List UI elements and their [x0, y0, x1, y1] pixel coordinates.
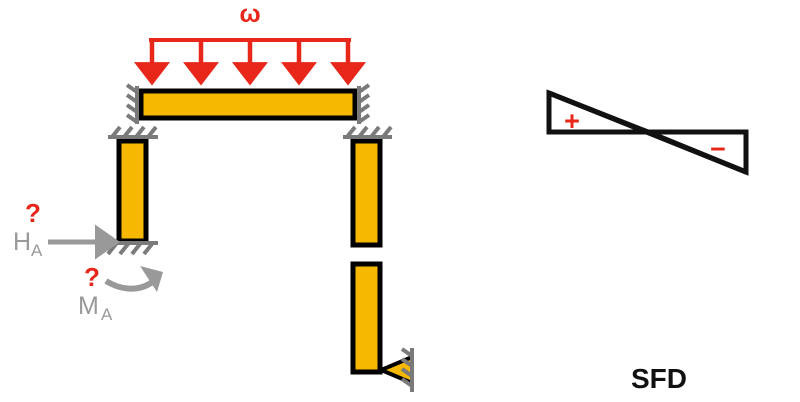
sfd-diagram: + − SFD — [546, 89, 749, 394]
top-beam-body — [138, 88, 358, 121]
beam-right-fixed-wall — [357, 83, 371, 124]
sfd-positive-sign: + — [564, 106, 580, 136]
beam-left-fixed-wall — [125, 83, 139, 124]
right-lower-column-member — [350, 261, 383, 375]
sfd-negative-sign: − — [710, 134, 726, 164]
right-upper-column-body — [350, 138, 383, 248]
reaction-HA-group: ? H A — [13, 198, 121, 260]
right-lower-column-pin-support — [375, 347, 414, 392]
MA-moment-arrowhead — [140, 266, 163, 292]
right-lower-column-body — [350, 261, 383, 375]
pin-wall-hatch — [400, 347, 414, 392]
left-column-member — [116, 138, 149, 244]
sfd-caption: SFD — [631, 363, 687, 394]
left-column-top-fixed-support — [108, 125, 158, 139]
sfd-shear-line — [548, 90, 747, 175]
HA-label-subscript: A — [31, 241, 43, 260]
right-upper-column-member — [350, 138, 383, 248]
MA-label-subscript: A — [101, 305, 113, 324]
load-symbol-omega: ω — [239, 0, 260, 28]
right-column-top-fixed-support — [343, 125, 393, 139]
top-beam-member — [138, 88, 358, 121]
distributed-load-group: ω — [134, 0, 366, 86]
HA-unknown-marker: ? — [25, 198, 41, 228]
MA-unknown-marker: ? — [84, 262, 100, 292]
HA-label: H — [13, 228, 31, 256]
reaction-MA-group: ? M A — [78, 262, 163, 324]
left-column-body — [116, 138, 149, 244]
MA-label: M — [78, 292, 99, 320]
